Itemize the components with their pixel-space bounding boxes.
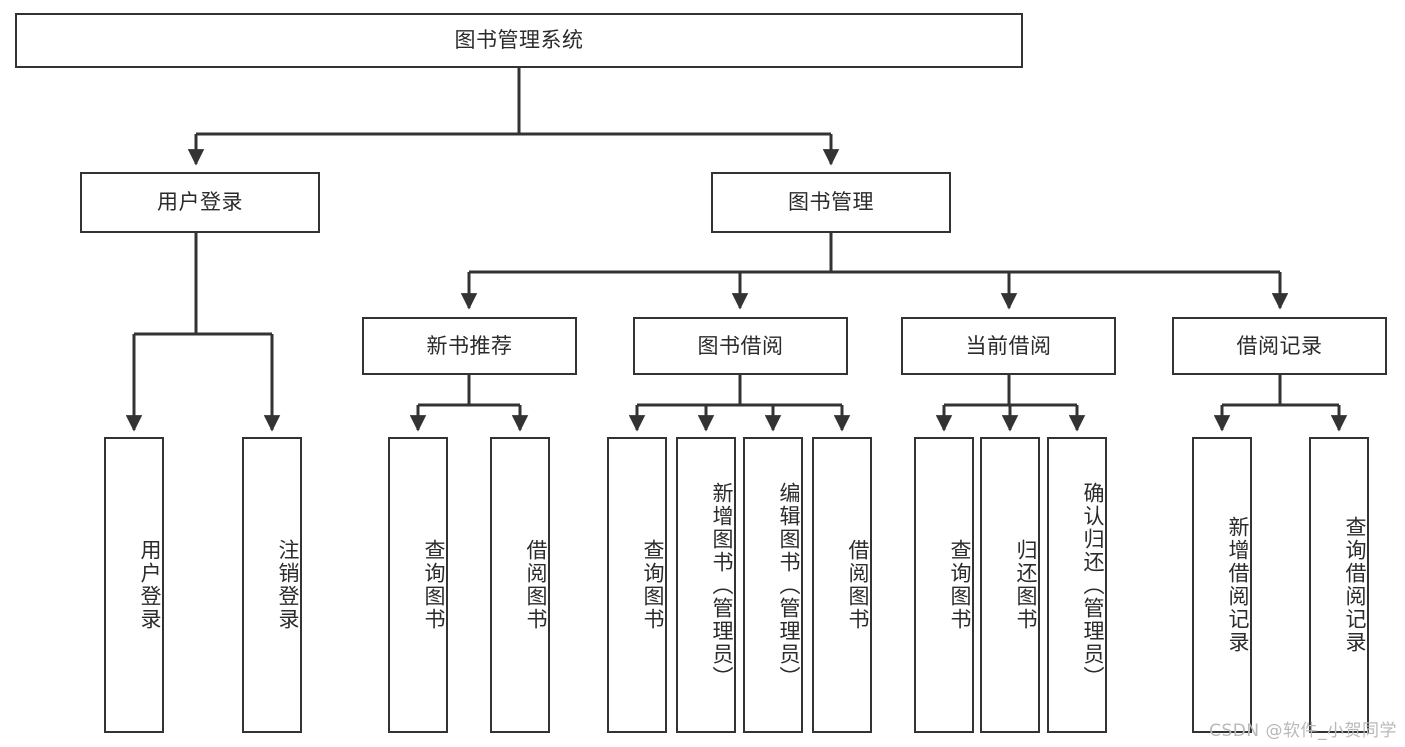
node-book-management-label: 图书管理 [788,190,874,215]
node-user-login[interactable]: 用户登录 [80,172,320,233]
node-leaf-user-login[interactable]: 用户登录 [104,437,164,733]
node-leaf-query-borrow-record-label: 查询借阅记录 [1343,516,1367,654]
node-leaf-edit-book[interactable]: 编辑图书（管理员） [743,437,803,733]
node-leaf-return-book-label: 归还图书 [1014,539,1038,631]
node-leaf-edit-book-label: 编辑图书（管理员） [777,481,801,689]
node-leaf-query-book-2-label: 查询图书 [641,539,665,631]
node-leaf-user-login-label: 用户登录 [138,539,162,631]
node-current-borrow[interactable]: 当前借阅 [901,317,1116,375]
node-leaf-query-book-1[interactable]: 查询图书 [388,437,448,733]
node-leaf-return-book[interactable]: 归还图书 [980,437,1040,733]
node-leaf-query-book-1-label: 查询图书 [422,539,446,631]
node-root[interactable]: 图书管理系统 [15,13,1023,68]
node-leaf-borrow-book-1-label: 借阅图书 [524,539,548,631]
node-user-login-label: 用户登录 [157,190,243,215]
node-leaf-add-borrow-record[interactable]: 新增借阅记录 [1192,437,1252,733]
node-new-book-recommend-label: 新书推荐 [426,333,513,358]
node-borrow-record-label: 借阅记录 [1236,333,1323,358]
node-leaf-query-book-3[interactable]: 查询图书 [914,437,974,733]
node-book-management[interactable]: 图书管理 [711,172,951,233]
node-leaf-add-book-label: 新增图书（管理员） [710,481,734,689]
node-leaf-query-borrow-record[interactable]: 查询借阅记录 [1309,437,1369,733]
node-leaf-query-book-2[interactable]: 查询图书 [607,437,667,733]
watermark-text: CSDN @软件_小贺同学 [1209,721,1397,741]
node-leaf-add-borrow-record-label: 新增借阅记录 [1226,516,1250,654]
node-root-label: 图书管理系统 [454,28,584,53]
node-borrow-record[interactable]: 借阅记录 [1172,317,1387,375]
node-book-borrow[interactable]: 图书借阅 [633,317,848,375]
node-leaf-logout-login-label: 注销登录 [276,539,300,631]
node-leaf-borrow-book-1[interactable]: 借阅图书 [490,437,550,733]
node-leaf-confirm-return-label: 确认归还（管理员） [1081,481,1105,689]
node-leaf-query-book-3-label: 查询图书 [948,539,972,631]
node-leaf-logout-login[interactable]: 注销登录 [242,437,302,733]
node-leaf-add-book[interactable]: 新增图书（管理员） [676,437,736,733]
node-current-borrow-label: 当前借阅 [965,333,1052,358]
node-leaf-borrow-book-2[interactable]: 借阅图书 [812,437,872,733]
node-new-book-recommend[interactable]: 新书推荐 [362,317,577,375]
node-leaf-confirm-return[interactable]: 确认归还（管理员） [1047,437,1107,733]
node-leaf-borrow-book-2-label: 借阅图书 [846,539,870,631]
node-book-borrow-label: 图书借阅 [697,333,784,358]
